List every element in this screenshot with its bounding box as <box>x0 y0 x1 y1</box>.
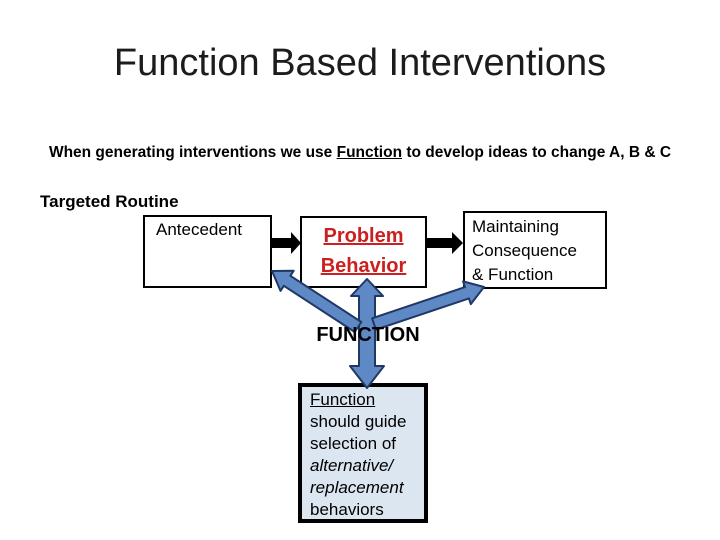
antecedent-label: Antecedent <box>156 220 243 239</box>
function-note-box: Function should guide selection of alter… <box>298 383 428 523</box>
note-line-2: should guide <box>310 412 407 431</box>
note-line-4: alternative/ <box>310 456 394 475</box>
subtitle-underlined-word: Function <box>336 144 403 161</box>
note-line-3: selection of <box>310 434 396 453</box>
behavior-line: Behavior <box>320 255 407 277</box>
arrow-right-icon <box>272 232 301 254</box>
subtitle: When generating interventions we use Fun… <box>0 144 720 162</box>
note-line-5: replacement <box>310 478 404 497</box>
problem-behavior-box: Problem Behavior <box>300 216 427 288</box>
maintaining-consequence-box: Maintaining Consequence & Function <box>463 211 607 289</box>
arrow-right-icon <box>427 232 463 254</box>
subtitle-pre: When generating interventions we use <box>48 144 337 161</box>
note-line-6: behaviors <box>310 500 384 519</box>
consequence-line-3: & Function <box>472 265 554 284</box>
targeted-routine-label: Targeted Routine <box>40 192 179 211</box>
antecedent-box: Antecedent <box>143 215 272 288</box>
note-line-1: Function <box>310 390 376 409</box>
consequence-line-1: Maintaining <box>472 217 559 236</box>
slide-title: Function Based Interventions <box>113 42 607 84</box>
consequence-line-2: Consequence <box>472 241 577 260</box>
problem-line: Problem <box>323 225 404 247</box>
subtitle-post: to develop ideas to change A, B & C <box>402 144 672 161</box>
function-label: FUNCTION <box>316 324 420 346</box>
